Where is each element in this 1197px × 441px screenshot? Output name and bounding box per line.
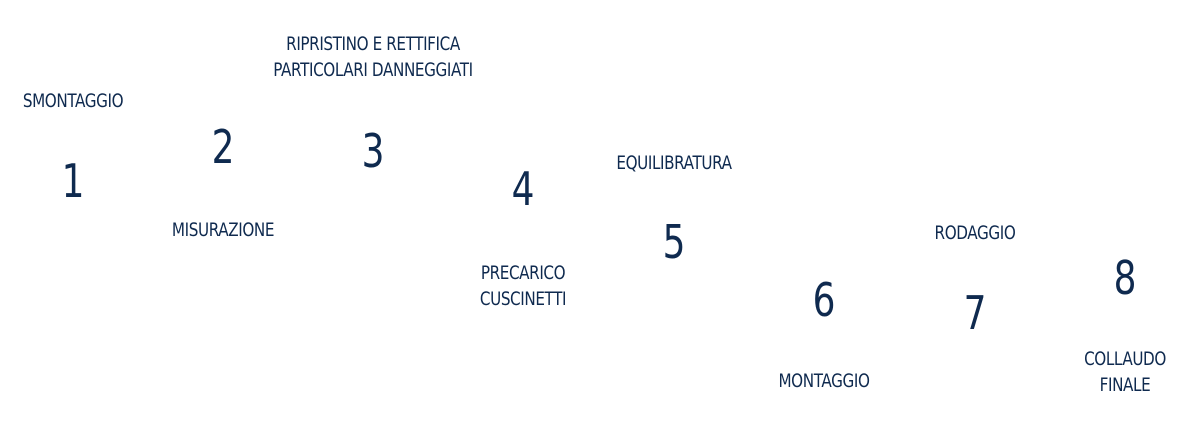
step-8-label: COLLAUDO FINALE (1084, 348, 1166, 396)
step-6-label: MONTAGGIO (778, 370, 870, 392)
step-5-label: EQUILIBRATURA (616, 152, 732, 174)
step-3-number: 3 (361, 124, 385, 178)
step-3-label: RIPRISTINO E RETTIFICA PARTICOLARI DANNE… (273, 33, 473, 81)
step-5-number: 5 (662, 215, 686, 269)
step-1-label: SMONTAGGIO (22, 90, 124, 112)
step-6-number: 6 (812, 273, 836, 327)
step-7-number: 7 (963, 286, 987, 340)
step-8-number: 8 (1113, 251, 1137, 305)
step-7-label: RODAGGIO (934, 222, 1016, 244)
step-2-label: MISURAZIONE (171, 219, 275, 241)
step-4-label: PRECARICO CUSCINETTI (479, 262, 567, 310)
step-2-number: 2 (211, 120, 235, 174)
step-1-number: 1 (61, 154, 85, 208)
step-4-number: 4 (511, 162, 535, 216)
